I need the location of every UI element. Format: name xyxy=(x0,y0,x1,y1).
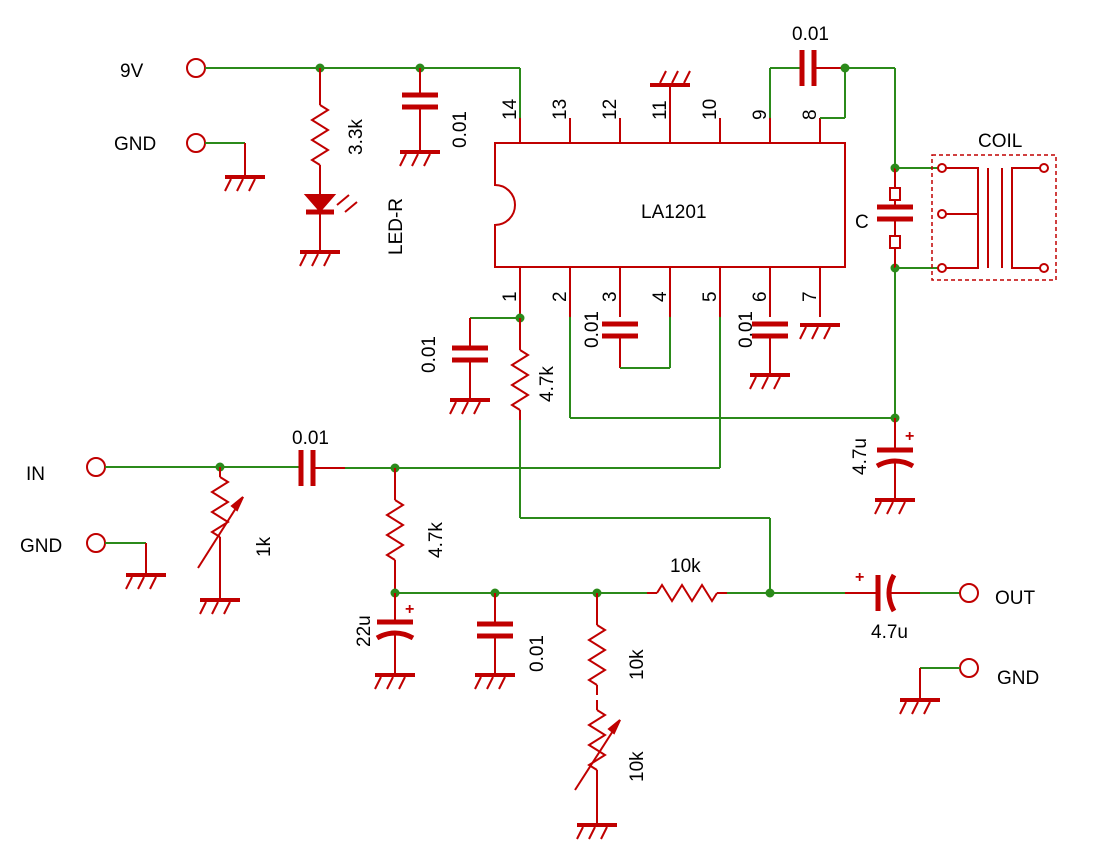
label-r-10k-series: 10k xyxy=(670,556,701,577)
pin-1-label: 1 xyxy=(500,291,521,302)
pin-7-label: 7 xyxy=(800,291,821,302)
pin-12-label: 12 xyxy=(600,99,621,120)
label-vr-10k: 10k xyxy=(627,751,648,782)
terminal-out xyxy=(959,583,979,603)
terminal-gnd-left xyxy=(86,533,106,553)
pin-9-label: 9 xyxy=(750,109,771,120)
label-vr-1k: 1k xyxy=(254,536,275,557)
coil-outline xyxy=(931,154,1057,281)
capacitor-pin1 xyxy=(452,348,488,360)
pin-2-label: 2 xyxy=(550,291,571,302)
capacitor-pin3-4 xyxy=(602,324,638,336)
ic-pin-numbers: 1 2 3 4 5 6 7 8 9 10 11 12 13 14 xyxy=(500,98,821,302)
label-c-out: 4.7u xyxy=(871,622,908,643)
resistor-3k3 xyxy=(311,94,329,176)
label-c-pin9-8: 0.01 xyxy=(792,24,829,45)
pin-components: 0.01 4.7k 0.01 0.01 + 4.7u xyxy=(419,311,917,593)
label-c-pin6: 0.01 xyxy=(736,311,757,348)
label-gnd-top: GND xyxy=(114,134,156,155)
terminal-gnd-right xyxy=(959,658,979,678)
label-out: OUT xyxy=(995,588,1036,609)
ic-la1201: LA1201 xyxy=(494,85,846,317)
ground-symbol xyxy=(648,69,692,87)
capacitor-vcc xyxy=(402,95,438,107)
label-r-3k3: 3.3k xyxy=(346,119,367,155)
pin-8-label: 8 xyxy=(800,109,821,120)
label-gnd-left: GND xyxy=(20,536,62,557)
label-c-vcc: 0.01 xyxy=(450,111,471,148)
terminal-9v xyxy=(186,58,206,78)
pin-14-label: 14 xyxy=(500,98,521,120)
label-c-tank: C xyxy=(855,212,869,233)
tank-section: 0.01 C COIL xyxy=(769,24,1057,423)
pin-10-label: 10 xyxy=(700,99,721,120)
label-c-in: 0.01 xyxy=(292,428,329,449)
capacitor-pin9-8 xyxy=(802,50,814,86)
resistor-10k-series xyxy=(646,584,728,602)
label-r-bias: 4.7k xyxy=(426,522,447,558)
label-r-10k-down: 10k xyxy=(627,649,648,680)
label-led: LED-R xyxy=(386,198,407,255)
pin-11-label: 11 xyxy=(650,100,671,120)
resistor-bias-4k7 xyxy=(386,489,404,571)
resistor-10k-down xyxy=(588,614,606,696)
pin-3-label: 3 xyxy=(600,291,621,302)
label-in: IN xyxy=(26,464,45,485)
label-coil: COIL xyxy=(978,131,1022,152)
label-9v: 9V xyxy=(120,61,144,82)
output-section: + 22u 0.01 10k 10k 10k + 4.7u xyxy=(354,556,1039,841)
label-gnd-right: GND xyxy=(997,668,1039,689)
pin-6-label: 6 xyxy=(750,291,771,302)
label-c-elec-tank: 4.7u xyxy=(850,438,871,475)
label-c-pin1: 0.01 xyxy=(419,336,440,373)
input-section: IN 0.01 1k GND 4.7k xyxy=(20,428,720,616)
pin-13-label: 13 xyxy=(550,99,571,120)
capacitor-bypass xyxy=(477,624,513,636)
variable-resistor-10k xyxy=(588,699,606,781)
label-c-bypass: 0.01 xyxy=(527,635,548,672)
label-c-pin3-4: 0.01 xyxy=(582,311,603,348)
pin-4-label: 4 xyxy=(650,291,671,302)
pin-5-label: 5 xyxy=(700,291,721,302)
supply-section: 9V 3.3k LED-R 0.01 GND xyxy=(114,58,521,268)
label-c-22u: 22u xyxy=(354,615,375,647)
terminal-gnd-top xyxy=(186,133,206,153)
capacitor-pin6 xyxy=(752,324,788,336)
capacitor-tank xyxy=(877,207,913,219)
resistor-pin1-4k7 xyxy=(511,339,529,421)
led-symbol xyxy=(303,194,337,213)
ic-label: LA1201 xyxy=(641,202,707,223)
terminal-in xyxy=(86,457,106,477)
svg-text:+: + xyxy=(855,569,864,586)
label-r-pin1: 4.7k xyxy=(537,366,558,402)
svg-text:+: + xyxy=(905,428,914,445)
svg-text:+: + xyxy=(405,601,414,618)
capacitor-input xyxy=(301,450,313,486)
